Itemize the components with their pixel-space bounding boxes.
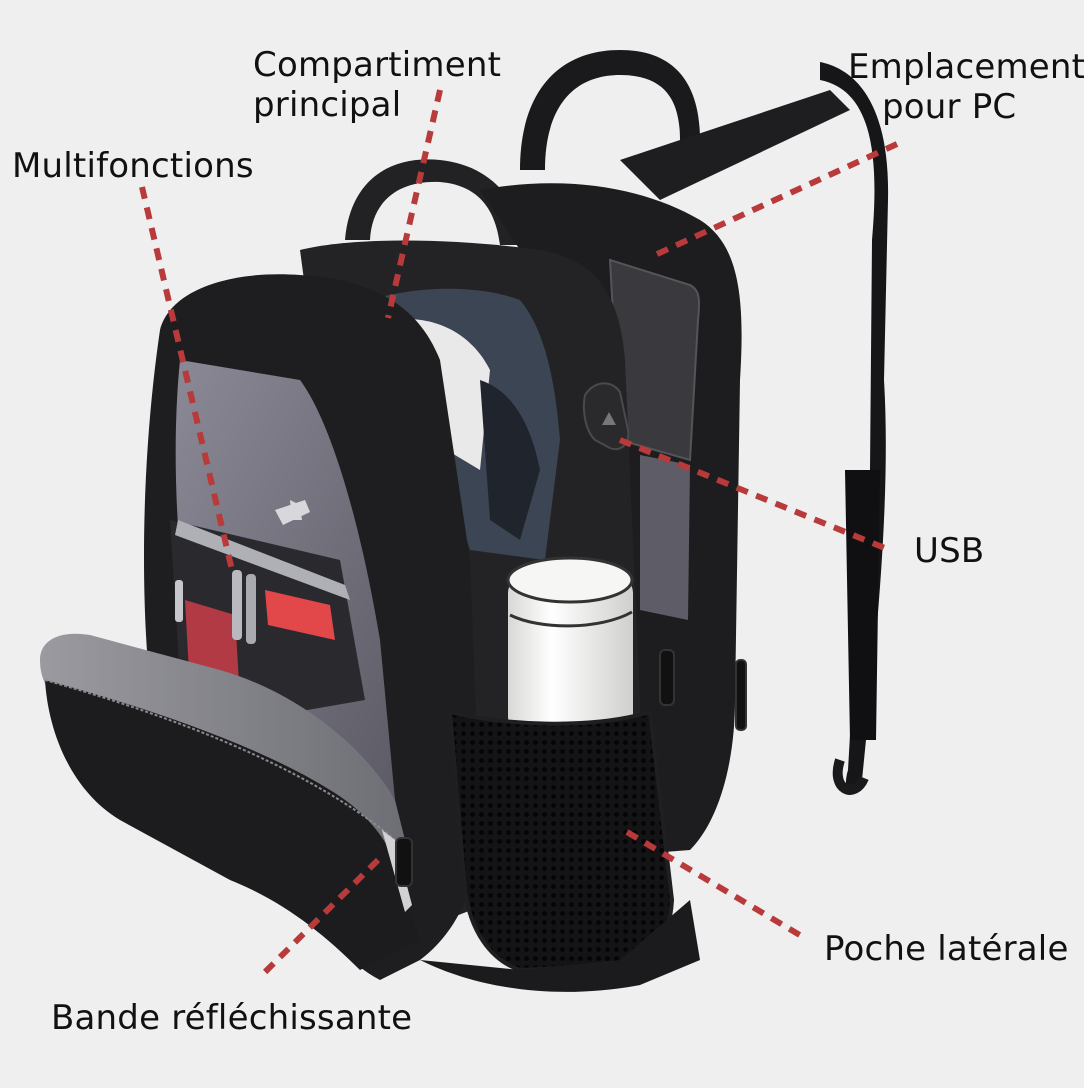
card-box <box>265 590 335 640</box>
clothing-dark <box>480 380 540 540</box>
zipper-pull-small <box>175 580 183 622</box>
tablet-edge <box>175 520 350 600</box>
strap-padding <box>845 470 880 740</box>
callout-multifonctions: Multifonctions <box>12 146 254 186</box>
leader-emplacement <box>653 141 899 258</box>
callout-line: pour PC <box>882 87 1017 127</box>
zipper-pull-front <box>395 837 413 887</box>
callout-poche-laterale: Poche latérale <box>824 929 1069 969</box>
top-handle-back <box>520 50 700 170</box>
laptop <box>608 258 700 462</box>
callout-line: Emplacement <box>848 47 1084 87</box>
flap-outer <box>45 680 420 970</box>
leader-compartiment <box>385 89 443 319</box>
bottle-cap-line <box>509 610 633 628</box>
leader-multifonctions <box>139 186 235 571</box>
usb-icon <box>602 412 616 425</box>
callout-line: USB <box>914 531 985 571</box>
callout-bande-reflechissante: Bande réfléchissante <box>51 998 412 1038</box>
usb-port <box>582 382 630 450</box>
callout-emplacement-pc: Emplacement pour PC <box>848 47 1084 127</box>
pen-1 <box>232 570 242 640</box>
side-mesh-pocket <box>447 709 675 973</box>
pen-2 <box>246 574 256 644</box>
leader-bande <box>259 857 381 978</box>
callout-compartiment-principal: Compartiment principal <box>253 45 501 125</box>
top-handle-front <box>345 159 525 245</box>
bottle-cap <box>506 556 634 604</box>
leader-usb <box>618 437 894 554</box>
leader-lines <box>139 89 899 978</box>
callout-line: Poche latérale <box>824 929 1069 969</box>
leader-poche <box>625 829 805 940</box>
callout-line: Compartiment <box>253 45 502 85</box>
callout-usb: USB <box>914 531 984 571</box>
callout-line: principal <box>253 85 402 125</box>
water-bottle <box>508 575 633 735</box>
strap-buckle <box>832 758 869 795</box>
strap-top-left <box>620 90 850 200</box>
key-clip <box>275 500 310 525</box>
callout-line: Multifonctions <box>12 146 254 186</box>
backpack-base <box>420 900 700 992</box>
flap-zipper <box>44 679 396 841</box>
zipper-pull-side <box>659 649 675 706</box>
callout-line: Bande réfléchissante <box>51 998 413 1038</box>
zipper-pull-back <box>735 659 747 731</box>
laptop-sleeve-lining <box>640 455 690 620</box>
